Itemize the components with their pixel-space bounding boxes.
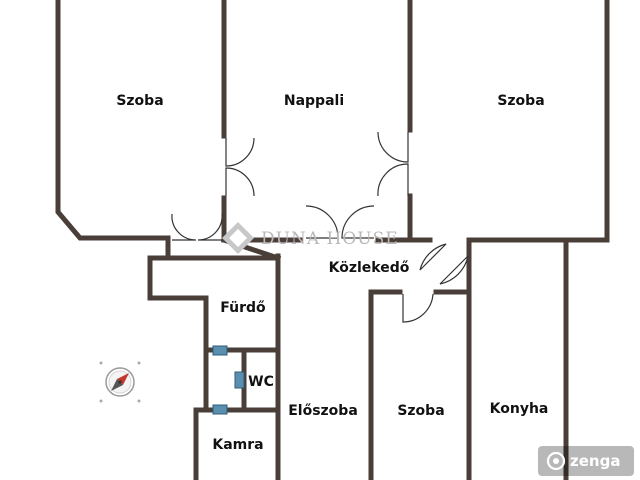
room-label-szoba-1: Szoba: [116, 93, 163, 109]
watermark-portal-text: zenga: [570, 452, 620, 470]
room-label-furdo: Fürdő: [220, 300, 266, 316]
doors: [171, 131, 469, 323]
room-label-kozlekedo: Közlekedő: [329, 260, 410, 276]
watermark-agency-text: DUNA HOUSE: [261, 229, 399, 249]
walls: [55, 0, 610, 480]
wall-szoba-left: [55, 0, 171, 241]
room-labels: Szoba Nappali Szoba Közlekedő Fürdő WC E…: [116, 93, 548, 453]
wall-kamra: [193, 407, 209, 480]
windows: [212, 345, 245, 415]
room-label-kamra: Kamra: [212, 437, 263, 453]
door-szoba-nappali: [225, 137, 255, 197]
wall-szoba-lower: [368, 289, 403, 480]
agency-watermark: DUNA HOUSE: [222, 222, 399, 254]
room-label-szoba-2: Szoba: [497, 93, 544, 109]
window-wc: [234, 371, 245, 389]
window-kamra: [212, 404, 228, 415]
room-label-szoba-3: Szoba: [397, 403, 444, 419]
door-szoba-corridor: [171, 213, 223, 241]
wall-szoba-right: [563, 0, 610, 243]
room-label-konyha: Konyha: [490, 401, 549, 417]
portal-watermark: zenga: [538, 446, 634, 476]
window-furdo: [212, 345, 228, 356]
door-nappali-kozlekedo: [305, 205, 375, 239]
room-label-nappali: Nappali: [284, 93, 344, 109]
door-nappali-szoba: [377, 131, 409, 197]
room-label-eloszoba: Előszoba: [288, 403, 358, 419]
compass-icon: [99, 361, 141, 403]
door-kozlekedo-right: [419, 243, 469, 285]
door-szoba-lower: [402, 293, 434, 323]
room-label-wc: WC: [248, 374, 274, 390]
diamond-logo-icon: [222, 222, 254, 254]
zenga-logo-icon: [546, 451, 566, 471]
